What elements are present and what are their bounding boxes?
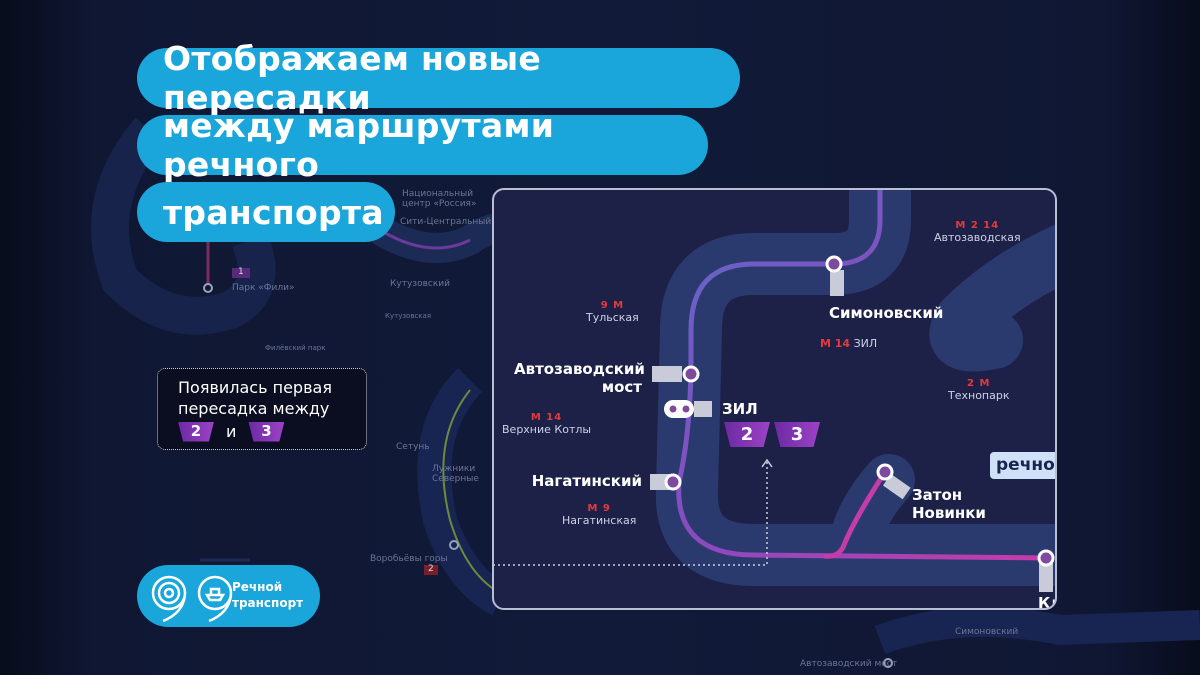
route-badge-3: 3 [248, 421, 285, 442]
bg-label: Кутузовский [390, 279, 450, 289]
logo-line: Речной [232, 580, 283, 594]
route-badge-3: 3 [774, 422, 820, 447]
bg-label: Национальный центр «Россия» [402, 189, 477, 209]
metro-icon: М 9 [587, 503, 611, 514]
river-transport-logo: Речной транспорт [137, 565, 320, 627]
label-line: Новинки [912, 504, 986, 522]
metro-zil: М 14 ЗИЛ [820, 337, 877, 350]
title-line-2: между маршрутами речного [137, 106, 708, 184]
logo-line: транспорт [232, 596, 304, 610]
pier-markers [664, 255, 1055, 567]
route-badge-2: 2 [724, 422, 770, 447]
pier-label-simonovsky: Симоновский [829, 304, 944, 322]
metro-icon: М 14 [530, 412, 563, 423]
bg-label: Лужники Северные [432, 464, 479, 484]
arrow-up-icon [761, 458, 773, 468]
metro-name: Тульская [586, 311, 639, 324]
logo-text: Речной транспорт [232, 579, 303, 611]
callout-connector [494, 462, 768, 566]
bg-route-badge: 1 [232, 267, 250, 278]
bg-label: Филёвский парк [265, 344, 326, 352]
cut-label: речно [990, 452, 1055, 479]
callout-line-1: Появилась первая [178, 378, 332, 397]
route-badge-2: 2 [178, 421, 214, 442]
title-line-3: транспорта [137, 182, 395, 242]
callout-conjunction: и [226, 422, 237, 441]
metro-name: Технопарк [948, 389, 1010, 402]
pier-label-nagatinsky: Нагатинский [531, 472, 642, 490]
bg-route-badge: 2 [424, 564, 438, 575]
river-routes-map [494, 190, 1055, 592]
pier-connector [882, 474, 911, 500]
metro-name: Автозаводская [934, 231, 1021, 244]
metro-icon: М 2 14 [955, 220, 1000, 231]
metro-icon: М 14 [820, 337, 851, 350]
route-branch [823, 470, 888, 559]
bg-label: Симоновский [955, 627, 1019, 637]
pier-label-cut: Кл [1038, 594, 1055, 610]
pier-label-zil: ЗИЛ [722, 400, 758, 418]
logo-mark-icon [151, 575, 233, 623]
bg-label: Сити-Центральный [400, 217, 492, 227]
metro-name: Верхние Котлы [502, 423, 592, 436]
label-line: Затон [912, 486, 963, 504]
pier-connector [1039, 562, 1053, 592]
metro-icon: 2 М [967, 378, 991, 389]
pier-connector [830, 270, 844, 296]
bg-label: Кутузовская [385, 312, 432, 320]
pier-connector [652, 366, 682, 382]
pier-connector [694, 401, 712, 417]
bg-label: Сетунь [396, 442, 430, 452]
bg-label: Воробьёвы горы [370, 554, 448, 564]
bg-label: Парк «Фили» [232, 283, 295, 293]
label-line: мост [601, 378, 642, 396]
callout-line-2: пересадка между [178, 399, 330, 418]
metro-name: Нагатинская [562, 514, 637, 527]
bg-label: Автозаводский мост [800, 659, 897, 669]
transfer-callout: Появилась первая пересадка между 2 и 3 [157, 368, 367, 450]
metro-icon: 9 М [600, 300, 625, 311]
title-line-1: Отображаем новые пересадки [137, 39, 740, 117]
metro-name: ЗИЛ [853, 337, 878, 350]
label-line: Автозаводский [514, 360, 645, 378]
